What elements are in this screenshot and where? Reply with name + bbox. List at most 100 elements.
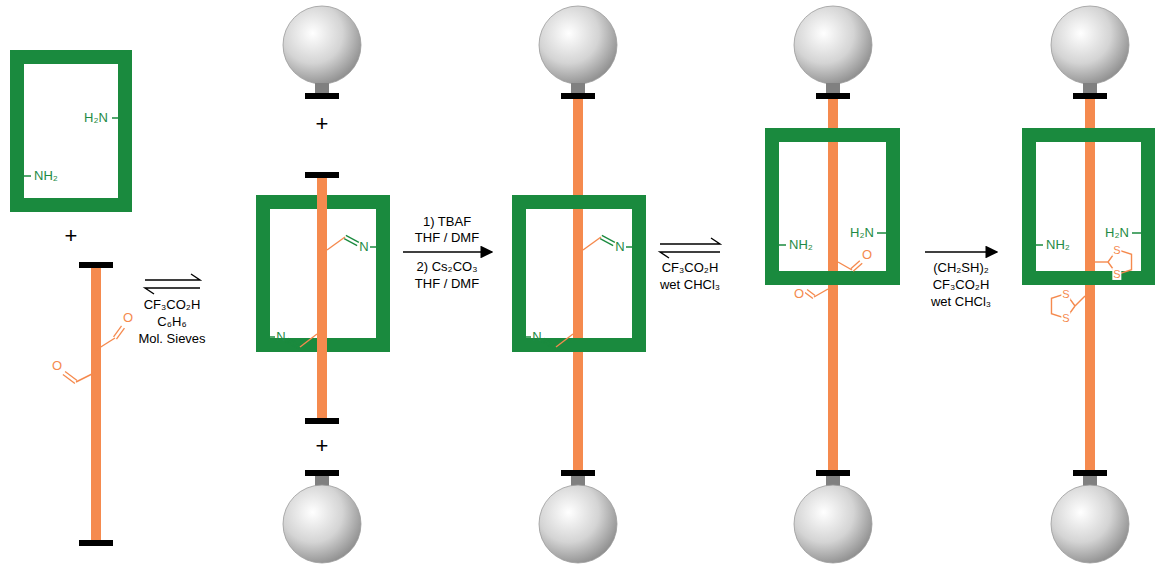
imine-bond xyxy=(626,246,632,248)
amine-label: H₂N xyxy=(849,226,875,240)
solvent-label: wet CHCl₃ xyxy=(659,278,721,292)
bond-line xyxy=(556,334,573,347)
oxygen-label: O xyxy=(51,359,63,373)
stopper-neck xyxy=(826,476,840,486)
oxygen-label: O xyxy=(122,311,134,325)
stopper-neck xyxy=(1083,83,1097,93)
double-bond xyxy=(542,342,555,349)
solvent-label: THF / DMF xyxy=(414,231,480,245)
macrocycle-wall xyxy=(10,50,24,212)
double-bond xyxy=(346,235,359,242)
amine-bond xyxy=(112,117,118,119)
amine-label: NH₂ xyxy=(1045,238,1071,252)
reagent-label: Mol. Sieves xyxy=(137,332,206,346)
stopper-sphere xyxy=(794,485,872,563)
stopper-cap xyxy=(305,93,339,99)
sulfur-label: S xyxy=(1112,244,1121,256)
imine-bond xyxy=(526,336,531,338)
macrocycle-wall xyxy=(376,195,390,352)
amine-bond xyxy=(877,232,886,234)
thread-end-cap xyxy=(305,172,339,178)
sulfur-label: S xyxy=(1061,288,1070,300)
stopper-neck xyxy=(1083,476,1097,486)
bond-line xyxy=(76,372,96,382)
double-bond xyxy=(286,342,299,349)
double-bond xyxy=(805,292,813,298)
stopper-cap xyxy=(816,470,850,476)
reagent-label: CF₃CO₂H xyxy=(143,298,202,312)
plus-sign: + xyxy=(315,434,330,458)
solvent-label: C₆H₆ xyxy=(156,315,187,329)
stopper-cap xyxy=(1073,470,1107,476)
stopper-cap xyxy=(816,93,850,99)
macrocycle-wall xyxy=(10,198,132,212)
macrocycle-wall xyxy=(1022,271,1155,285)
stopper-cap xyxy=(561,470,595,476)
macrocycle-wall xyxy=(512,195,526,352)
equilibrium-arrow xyxy=(660,238,720,244)
stopper-cap xyxy=(305,470,339,476)
macrocycle-wall xyxy=(1022,128,1036,285)
macrocycle-wall xyxy=(10,50,132,64)
thread-axle xyxy=(91,268,101,540)
stopper-neck xyxy=(315,83,329,93)
thread-end-cap xyxy=(79,540,113,546)
stopper-neck xyxy=(571,476,585,486)
amine-label: NH₂ xyxy=(788,238,814,252)
sulfur-label: S xyxy=(1061,312,1070,324)
bond-line xyxy=(327,237,345,250)
macrocycle-wall xyxy=(886,128,900,285)
reagent-label: (CH₂SH)₂ xyxy=(932,261,990,275)
double-bond xyxy=(288,338,301,345)
bond-line xyxy=(1075,296,1085,306)
macrocycle-wall xyxy=(256,195,270,352)
plus-sign: + xyxy=(315,112,330,136)
nitrogen-label: N xyxy=(531,330,542,344)
stopper-sphere xyxy=(539,485,617,563)
macrocycle-wall xyxy=(1022,128,1155,142)
stopper-neck xyxy=(571,83,585,93)
stopper-cap xyxy=(561,93,595,99)
thread-axle xyxy=(317,178,327,418)
imine-bond xyxy=(270,336,275,338)
reagent-label: CF₃CO₂H xyxy=(932,278,991,292)
bond-line xyxy=(814,289,828,297)
sulfur-label: S xyxy=(1112,268,1121,280)
equilibrium-arrow xyxy=(145,274,200,280)
solvent-label: wet CHCl₃ xyxy=(930,295,992,309)
amine-bond xyxy=(779,244,786,246)
stopper-sphere xyxy=(539,6,617,84)
stopper-neck xyxy=(315,476,329,486)
thread-end-cap xyxy=(79,262,113,268)
amine-bond xyxy=(1036,244,1043,246)
stopper-sphere xyxy=(283,6,361,84)
bond-line xyxy=(96,338,115,350)
macrocycle-wall xyxy=(1141,128,1155,285)
solvent-label: THF / DMF xyxy=(414,277,480,291)
macrocycle-wall xyxy=(632,195,646,352)
illustration xyxy=(10,6,1155,563)
double-bond xyxy=(114,326,122,337)
bond-line xyxy=(1095,261,1108,262)
reagent-label: CF₃CO₂H xyxy=(661,261,720,275)
double-bond xyxy=(600,239,613,246)
double-bond xyxy=(65,372,77,381)
double-bond xyxy=(63,374,75,383)
stopper-sphere xyxy=(1051,485,1129,563)
plus-sign: + xyxy=(64,224,79,248)
equilibrium-arrow xyxy=(145,288,200,294)
reaction-arrow xyxy=(403,251,492,253)
amine-label: NH₂ xyxy=(33,169,59,183)
macrocycle-wall xyxy=(765,128,779,285)
bond-line xyxy=(838,262,852,270)
double-bond xyxy=(116,328,124,339)
stopper-sphere xyxy=(1051,6,1129,84)
reaction-arrow xyxy=(925,251,997,253)
oxygen-label: O xyxy=(861,248,873,262)
amine-bond xyxy=(24,175,31,177)
reagent-label: 1) TBAF xyxy=(422,215,472,229)
stopper-cap xyxy=(1073,93,1107,99)
macrocycle-wall xyxy=(512,195,646,209)
amine-bond xyxy=(1132,232,1141,234)
